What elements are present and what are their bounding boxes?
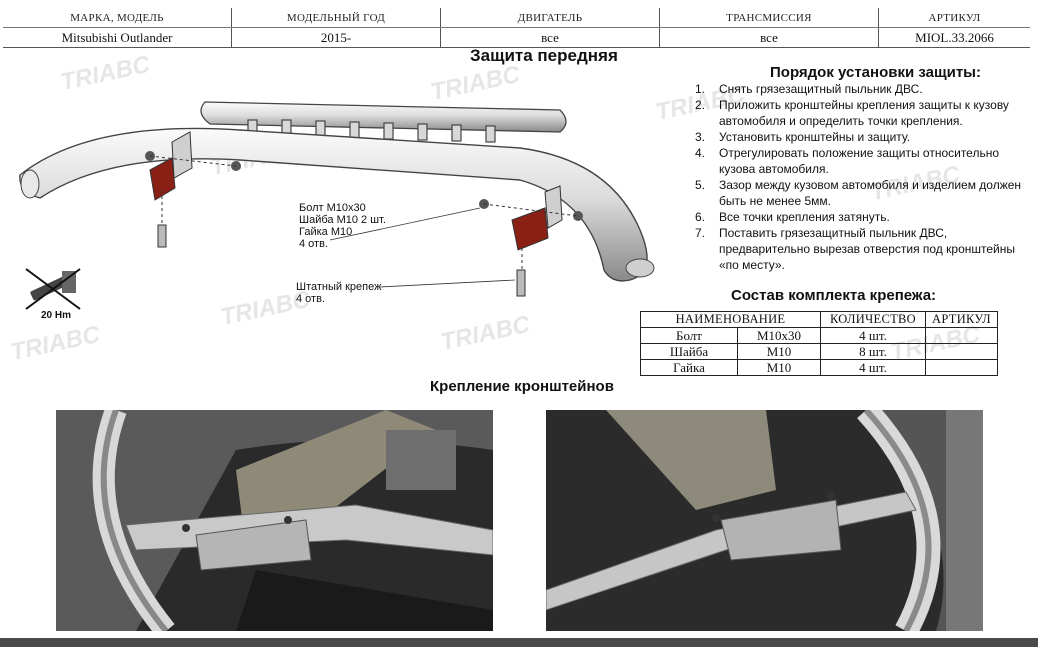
leader-line bbox=[329, 207, 481, 241]
value-year: 2015- bbox=[231, 27, 441, 48]
callout-line: Гайка М10 bbox=[299, 226, 353, 238]
guard-assembly-diagram bbox=[19, 101, 655, 297]
leader-line bbox=[379, 279, 516, 288]
instruction-step: 5.Зазор между кузовом автомобиля и издел… bbox=[695, 178, 1022, 208]
crossbar bbox=[349, 121, 360, 139]
kit-header-row: НАИМЕНОВАНИЕ КОЛИЧЕСТВО АРТИКУЛ bbox=[640, 311, 998, 328]
right-mount-bracket bbox=[511, 207, 549, 251]
table-row: Болт М10х30 4 шт. bbox=[640, 327, 998, 344]
vehicle-info-table: МАРКА, МОДЕЛЬ МОДЕЛЬНЫЙ ГОД ДВИГАТЕЛЬ ТР… bbox=[3, 8, 1030, 48]
fastener-kit-table: НАИМЕНОВАНИЕ КОЛИЧЕСТВО АРТИКУЛ Болт М10… bbox=[640, 311, 998, 376]
crossbars bbox=[247, 119, 496, 143]
col-model: МАРКА, МОДЕЛЬ bbox=[3, 8, 232, 28]
nut bbox=[573, 211, 583, 221]
instructions-list: 1.Снять грязезащитный пыльник ДВС. 2.При… bbox=[695, 81, 1030, 273]
kit-col-qty: КОЛИЧЕСТВО bbox=[820, 311, 926, 328]
instruction-step: 6.Все точки крепления затянуть. bbox=[695, 210, 890, 224]
instruction-step: 3.Установить кронштейны и защиту. bbox=[695, 130, 911, 144]
kit-title: Состав комплекта крепежа: bbox=[731, 287, 937, 304]
callout-line: Штатный крепеж bbox=[296, 281, 382, 293]
fastener-callout: Болт М10х30 Шайба М10 2 шт. Гайка М10 4 … bbox=[299, 202, 386, 250]
instruction-step: 4.Отрегулировать положение защиты относи… bbox=[695, 146, 1000, 176]
col-engine: ДВИГАТЕЛЬ bbox=[440, 8, 660, 28]
instruction-step: 2.Приложить кронштейны крепления защиты … bbox=[695, 98, 1009, 128]
callout-line: 4 отв. bbox=[299, 238, 328, 250]
bracket-photo-left bbox=[56, 410, 493, 631]
vehicle-info-value-row: Mitsubishi Outlander 2015- все все MIOL.… bbox=[3, 27, 1030, 48]
table-row: Шайба М10 8 шт. bbox=[640, 343, 998, 360]
instruction-step: 7.Поставить грязезащитный пыльник ДВС, п… bbox=[695, 226, 1015, 272]
tube-end-cap bbox=[625, 258, 655, 278]
callout-line: Шайба М10 2 шт. bbox=[299, 214, 386, 226]
value-transmission: все bbox=[659, 27, 879, 48]
main-guard-tube bbox=[19, 127, 648, 282]
crossbar bbox=[383, 122, 394, 140]
crossbar bbox=[417, 123, 428, 141]
col-transmission: ТРАНСМИССИЯ bbox=[659, 8, 879, 28]
right-bracket-assembly bbox=[479, 185, 583, 297]
upper-rail-tube bbox=[200, 101, 567, 133]
table-row: Гайка М10 4 шт. bbox=[640, 359, 998, 376]
bracket-photo-right bbox=[546, 410, 983, 631]
torque-label: 20 Нm bbox=[41, 310, 72, 321]
kit-col-sku: АРТИКУЛ bbox=[925, 311, 998, 328]
callout-line: 4 отв. bbox=[296, 293, 325, 305]
torque-wrench-icon bbox=[25, 268, 81, 310]
standard-bolt bbox=[157, 224, 167, 248]
right-guard-plate bbox=[544, 185, 563, 229]
bottom-bar bbox=[0, 638, 1038, 647]
crossbar bbox=[485, 125, 496, 143]
standard-fastener-callout: Штатный крепеж 4 отв. bbox=[296, 281, 381, 305]
left-guard-plate bbox=[171, 131, 193, 179]
instruction-step: 1.Снять грязезащитный пыльник ДВС. bbox=[695, 82, 923, 96]
value-sku: MIOL.33.2066 bbox=[915, 29, 994, 45]
vehicle-info-header-row: МАРКА, МОДЕЛЬ МОДЕЛЬНЫЙ ГОД ДВИГАТЕЛЬ ТР… bbox=[3, 8, 1030, 28]
instructions-title: Порядок установки защиты: bbox=[770, 64, 981, 81]
standard-bolt bbox=[516, 269, 526, 297]
value-engine: все bbox=[440, 27, 660, 48]
kit-col-name: НАИМЕНОВАНИЕ bbox=[640, 311, 821, 328]
tube-end-cap bbox=[20, 169, 40, 199]
left-mount-bracket bbox=[149, 157, 176, 201]
watermark-logo: TRIABC bbox=[8, 320, 103, 367]
value-model: Mitsubishi Outlander bbox=[3, 27, 232, 48]
left-bracket-assembly bbox=[145, 131, 241, 248]
brackets-section-title: Крепление кронштейнов bbox=[430, 378, 614, 395]
page-title: Защита передняя bbox=[470, 46, 618, 65]
col-sku: АРТИКУЛ bbox=[878, 8, 1030, 28]
crossbar bbox=[451, 124, 462, 142]
callout-line: Болт М10х30 bbox=[299, 202, 366, 214]
col-year: МОДЕЛЬНЫЙ ГОД bbox=[231, 8, 441, 28]
